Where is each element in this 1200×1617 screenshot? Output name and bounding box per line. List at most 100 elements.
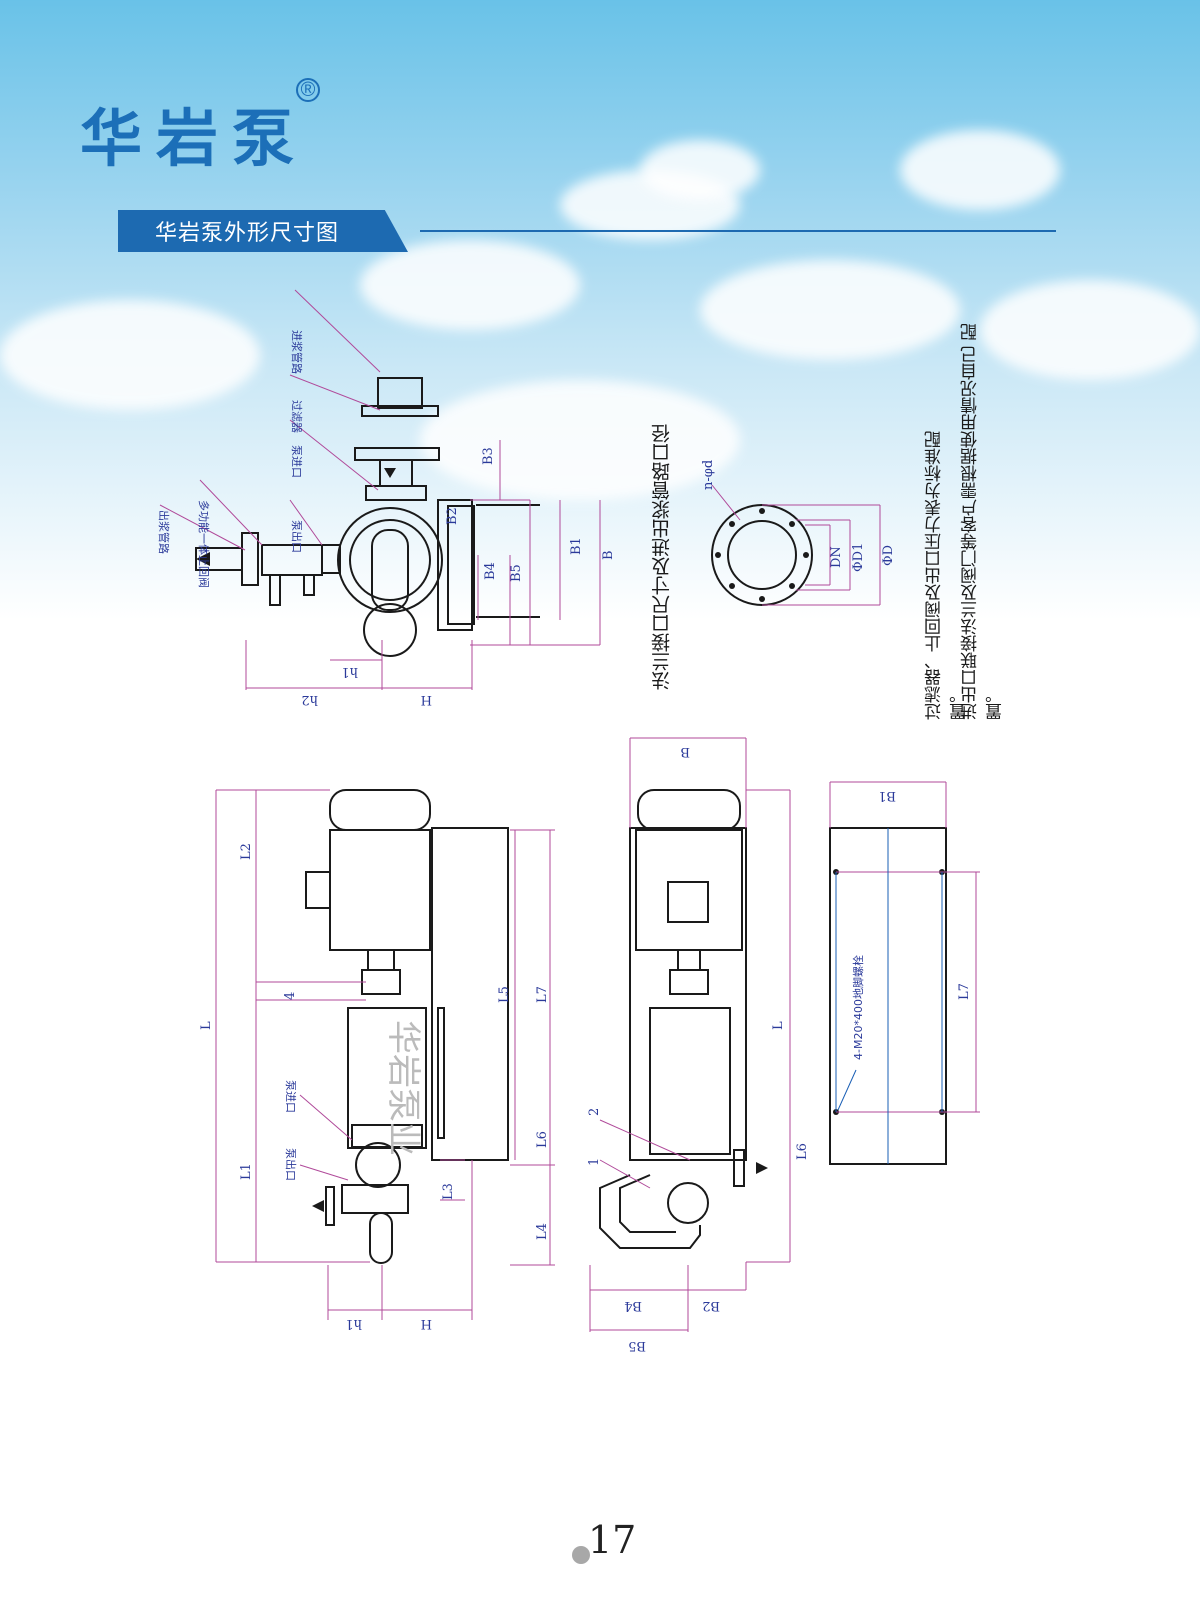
- dim-l2: L2: [239, 843, 254, 860]
- base-bolt-note: 4-M20*400地脚螺栓: [851, 955, 865, 1060]
- watermark: 华岩泵业: [383, 1020, 423, 1156]
- side-dim-b: B: [680, 744, 690, 759]
- base-bolt-holes: [833, 869, 945, 1115]
- section-divider: [420, 230, 1056, 232]
- callout-pump-outlet: 泵出口: [290, 520, 304, 553]
- dim-l6: L6: [535, 1131, 550, 1148]
- callout-pump-inlet: 泵进口: [290, 445, 303, 478]
- pump-base-flange: [341, 1184, 409, 1214]
- callout-check-valve: 多功能一体止回阀: [197, 500, 211, 588]
- filter-flange: [354, 447, 440, 461]
- flange-dim-phi-d: ΦD: [881, 545, 896, 566]
- sky-background: [0, 0, 1200, 620]
- dim-h1: h1: [341, 664, 358, 679]
- dim-h: H: [421, 692, 432, 707]
- side-inlet-flange: [733, 1149, 745, 1187]
- side-terminal-box: [667, 881, 709, 923]
- side-motor-fan: [637, 789, 741, 831]
- pump-outlet: [363, 603, 417, 657]
- side-frame: [629, 827, 747, 1161]
- motor-shaft: [367, 949, 395, 971]
- outlet-pipe-flange: [241, 532, 259, 586]
- dim-l7: L7: [535, 986, 550, 1003]
- brand-logo-text: 华岩泵: [80, 102, 309, 175]
- flange-dim-phi-d1: ΦD1: [851, 543, 866, 572]
- cloud: [900, 130, 1060, 210]
- registered-mark: ®: [296, 78, 320, 102]
- note-2: 进出口联接法兰及阀门等客户需根据使用情况自己 配置。: [961, 323, 1006, 720]
- cloud: [420, 380, 740, 500]
- cloud: [0, 300, 260, 410]
- front-callout-pump-outlet: 泵出口: [284, 1148, 298, 1181]
- inlet-flange: [361, 405, 439, 417]
- side-pump-column: [649, 1007, 731, 1155]
- base-dim-l7: L7: [957, 983, 972, 1000]
- coupling: [361, 969, 401, 995]
- cloud: [360, 240, 580, 330]
- front-dim-h: H: [421, 1316, 432, 1331]
- frame-plate: [431, 827, 509, 1161]
- flange-dim-dn: DN: [829, 546, 844, 568]
- inlet-pipe: [377, 377, 423, 409]
- front-outlet-arrow-icon: [312, 1200, 324, 1212]
- section-title: 华岩泵外形尺寸图: [155, 221, 340, 246]
- flange-caption: 法兰接口尺寸及进出浆管路口径: [651, 424, 673, 690]
- cloud: [700, 260, 960, 360]
- side-motor-body: [635, 829, 743, 951]
- dim-l: L: [199, 1021, 214, 1030]
- callout-filter: 过滤器: [290, 400, 303, 433]
- callout-inlet-pipeline: 进浆管路: [290, 330, 304, 374]
- callout-outlet-pipeline: 出浆管路: [157, 510, 171, 554]
- outlet-arrow-icon: [196, 552, 210, 566]
- pump-volute: [355, 1142, 401, 1188]
- base-dim-b1: B1: [878, 788, 896, 803]
- mechanical-seal: [351, 1124, 423, 1148]
- pump-shaft: [371, 529, 409, 611]
- dim-b5: B5: [509, 564, 524, 582]
- cloud: [980, 280, 1200, 380]
- dim-b1: B1: [569, 537, 584, 555]
- side-dim-b5: B5: [628, 1338, 646, 1353]
- page-number: 17: [588, 1518, 637, 1562]
- dim-l1: L1: [239, 1163, 254, 1180]
- side-callout-2: 2: [587, 1108, 602, 1116]
- side-callout-1: 1: [587, 1158, 602, 1166]
- pump-inlet-flange: [365, 485, 427, 501]
- dim-b: B: [601, 550, 616, 560]
- check-valve: [261, 544, 323, 576]
- frame-rail: [437, 499, 473, 631]
- dim-b2: B2: [445, 507, 460, 525]
- dim-h2: h2: [301, 692, 318, 707]
- dim-l4: L4: [535, 1223, 550, 1240]
- inlet-arrow-icon: [384, 468, 396, 478]
- section-header-bar: [118, 210, 408, 252]
- cloud: [640, 140, 760, 200]
- front-dim-h1: h1: [345, 1316, 362, 1331]
- flange-bolt-holes: [715, 508, 809, 602]
- side-coupling: [669, 969, 709, 995]
- side-dim-b4: B4: [624, 1298, 642, 1313]
- dim-l3: L3: [441, 1183, 456, 1200]
- side-dim-l6: L6: [795, 1143, 810, 1160]
- motor-terminal-box: [305, 871, 331, 909]
- page-number-dot: [572, 1546, 590, 1564]
- pump-casing: [337, 507, 443, 613]
- side-dim-l: L: [771, 1021, 786, 1030]
- side-bypass-pipe: [599, 1174, 701, 1249]
- side-inlet-arrow-icon: [756, 1162, 768, 1174]
- dim-l5: L5: [497, 986, 512, 1003]
- flange-bore: [727, 520, 797, 590]
- side-dim-b2: B2: [702, 1298, 720, 1313]
- flange-dim-n-phi-d: n-φd: [701, 460, 716, 490]
- front-callout-pump-inlet: 泵进口: [284, 1080, 297, 1113]
- drain-leg: [369, 1212, 393, 1264]
- dim-b4: B4: [483, 562, 498, 580]
- motor-body: [329, 829, 431, 951]
- dim-b3: B3: [481, 447, 496, 465]
- outlet-flange-front: [325, 1186, 335, 1226]
- dim-4: 4: [283, 992, 298, 1000]
- motor-fan-cover: [329, 789, 431, 831]
- filter-body: [379, 459, 413, 487]
- side-pump-volute: [667, 1182, 709, 1224]
